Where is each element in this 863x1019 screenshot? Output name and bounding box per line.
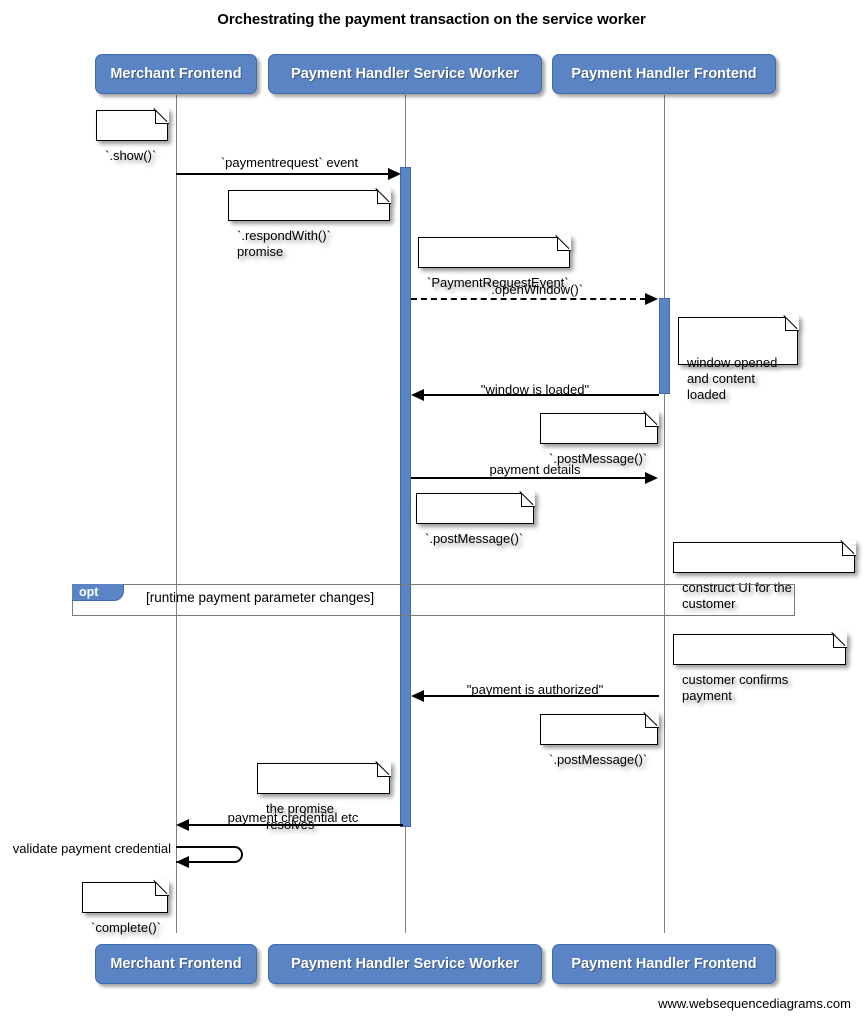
message-arrowhead-payment-credential-etc — [176, 819, 189, 831]
message-arrowhead-payment-details — [645, 472, 658, 484]
note-fold-icon — [376, 761, 391, 777]
message-line-payment-details — [411, 477, 646, 479]
note-window-opened: window opened and content loaded — [678, 315, 799, 402]
note-fold-icon — [520, 491, 535, 507]
message-label-payment-is-authorized: "payment is authorized" — [466, 682, 604, 697]
note-text: `.postMessage()` — [549, 451, 648, 466]
note-text: `.show()` — [105, 148, 157, 163]
note-text: `.postMessage()` — [425, 531, 524, 546]
note-text: customer confirms payment — [682, 672, 789, 703]
note-fold-icon — [644, 411, 659, 427]
message-label-openwindow: `.openWindow()` — [486, 282, 584, 297]
note-fold-icon — [154, 880, 169, 896]
message-line-payment-credential-etc — [189, 824, 403, 826]
fragment-opt-condition: [runtime payment parameter changes] — [146, 590, 375, 605]
note-text: `.postMessage()` — [549, 752, 648, 767]
note-fold-icon — [556, 235, 571, 251]
message-arrowhead-payment-is-authorized — [411, 690, 424, 702]
message-line-window-is-loaded — [424, 394, 659, 396]
message-arrowhead-window-is-loaded — [411, 389, 424, 401]
note-fold-icon — [376, 188, 391, 204]
note-construct-ui: construct UI for the customer — [673, 540, 856, 611]
lifeline-merchant-frontend — [176, 95, 177, 933]
participant-label: Merchant Frontend — [110, 66, 242, 82]
message-selfcall-validate-payment-credential — [176, 846, 243, 863]
participant-label: Merchant Frontend — [110, 956, 242, 972]
note-postmessage-authorized: `.postMessage()` — [540, 712, 659, 767]
note-text: window opened and content loaded — [687, 355, 778, 402]
message-arrowhead-paymentrequest-event — [388, 168, 401, 180]
note-show: `.show()` — [96, 108, 169, 163]
message-line-paymentrequest-event — [176, 173, 390, 175]
message-line-openwindow — [411, 298, 646, 300]
note-promise-resolves: the promise resolves — [257, 761, 391, 832]
participant-merchant-frontend-bottom[interactable]: Merchant Frontend — [95, 944, 257, 984]
note-customer-confirms-payment: customer confirms payment — [673, 632, 847, 703]
note-fold-icon — [832, 632, 847, 648]
participant-payment-handler-service-worker-top[interactable]: Payment Handler Service Worker — [268, 54, 542, 94]
message-arrowhead-validate-payment-credential — [176, 856, 189, 868]
message-label-payment-credential-etc: payment credential etc — [227, 810, 359, 825]
note-postmessage-payment-details: `.postMessage()` — [416, 491, 535, 546]
participant-merchant-frontend-top[interactable]: Merchant Frontend — [95, 54, 257, 94]
participant-payment-handler-frontend-top[interactable]: Payment Handler Frontend — [552, 54, 776, 94]
lifeline-payment-handler-frontend — [664, 95, 665, 933]
note-text: construct UI for the customer — [682, 580, 792, 611]
fragment-opt-type-label: opt — [79, 585, 99, 599]
note-fold-icon — [644, 712, 659, 728]
participant-label: Payment Handler Frontend — [571, 66, 757, 82]
note-postmessage-window-loaded: `.postMessage()` — [540, 411, 659, 466]
participant-label: Payment Handler Frontend — [571, 956, 757, 972]
participant-payment-handler-service-worker-bottom[interactable]: Payment Handler Service Worker — [268, 944, 542, 984]
message-label-payment-details: payment details — [489, 462, 581, 477]
message-label-window-is-loaded: "window is loaded" — [480, 382, 590, 397]
message-label-paymentrequest-event: `paymentrequest` event — [220, 155, 359, 170]
note-fold-icon — [841, 540, 856, 556]
note-text: `.respondWith()` promise — [237, 228, 331, 259]
footer-watermark: www.websequencediagrams.com — [658, 996, 851, 1011]
note-payment-request-event: `PaymentRequestEvent` — [418, 235, 571, 290]
participant-label: Payment Handler Service Worker — [291, 66, 519, 82]
note-respondwith-promise: `.respondWith()` promise — [228, 188, 391, 259]
note-text: `complete()` — [91, 920, 162, 935]
note-fold-icon — [154, 108, 169, 124]
participant-label: Payment Handler Service Worker — [291, 956, 519, 972]
note-text: `PaymentRequestEvent` — [427, 275, 569, 290]
activation-bar-service-worker — [400, 167, 411, 827]
message-line-payment-is-authorized — [424, 695, 659, 697]
note-fold-icon — [784, 315, 799, 331]
message-arrowhead-openwindow — [645, 293, 658, 305]
diagram-title: Orchestrating the payment transaction on… — [217, 11, 646, 28]
fragment-opt-tab: opt — [72, 584, 124, 601]
note-complete: `complete()` — [82, 880, 169, 935]
participant-payment-handler-frontend-bottom[interactable]: Payment Handler Frontend — [552, 944, 776, 984]
message-label-validate-payment-credential: validate payment credential — [12, 841, 171, 856]
activation-bar-payment-handler-frontend — [659, 298, 670, 394]
